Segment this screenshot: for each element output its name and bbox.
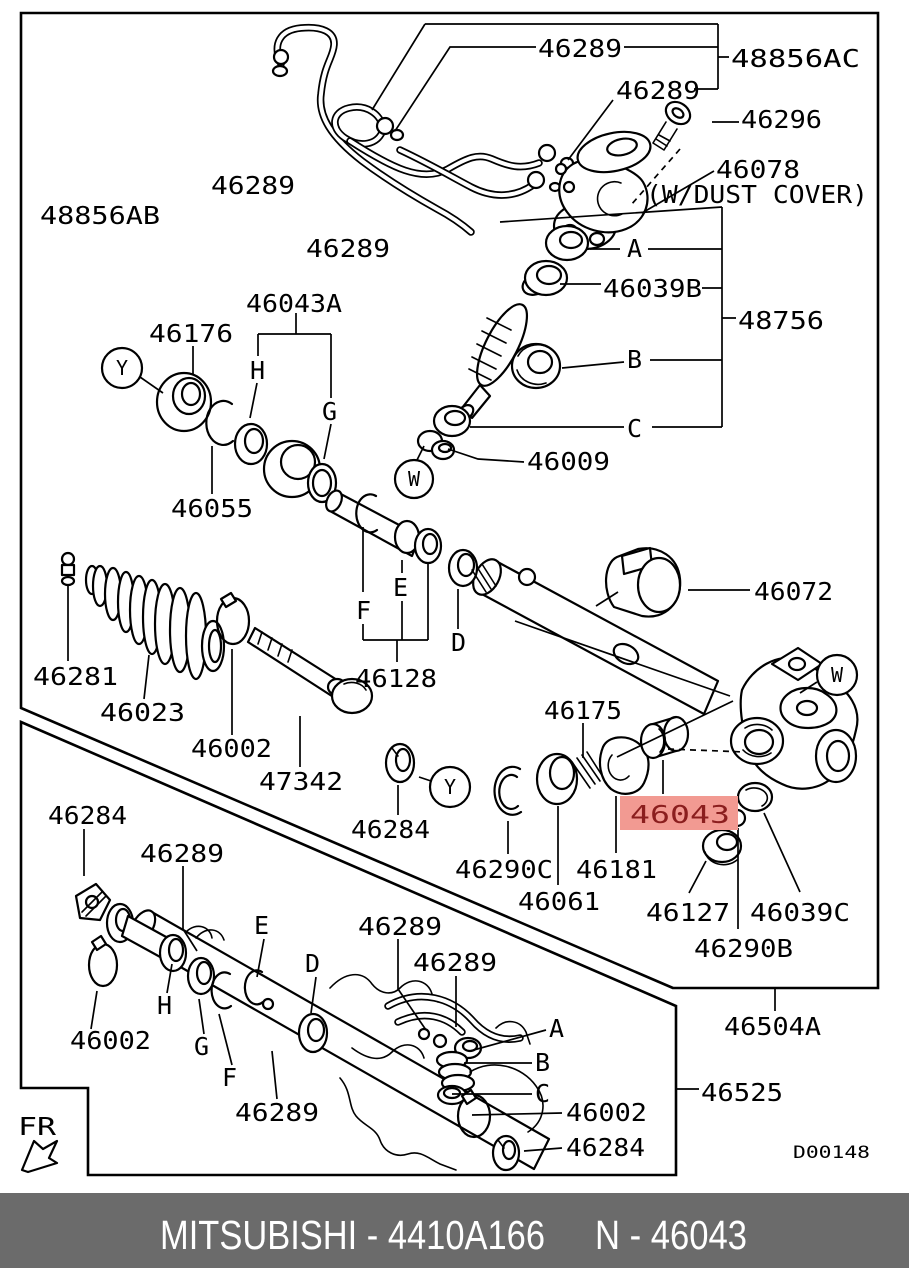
part-label-46289-lower-1[interactable]: 46289 bbox=[140, 839, 224, 868]
ref-letter-e-lower: E bbox=[254, 911, 269, 940]
view-circle-w-2 bbox=[815, 653, 859, 697]
part-label-46128[interactable]: 46128 bbox=[355, 664, 437, 693]
part-label-46284-lower-left[interactable]: 46284 bbox=[48, 801, 127, 830]
ref-letter-f-upper: F bbox=[356, 596, 371, 625]
footer-ref: N - 46043 bbox=[595, 1212, 747, 1258]
part-labels: 46289 48856AC 46289 46296 46078 (W/DUST … bbox=[33, 34, 870, 1163]
part-label-46039C[interactable]: 46039C bbox=[750, 898, 850, 927]
part-label-48756[interactable]: 48756 bbox=[738, 306, 824, 335]
pressure-pipes-drawing bbox=[271, 23, 575, 236]
diagram-code-label: D00148 bbox=[793, 1143, 870, 1163]
part-label-48856AB[interactable]: 48856AB bbox=[40, 201, 160, 230]
ref-letter-h-upper: H bbox=[250, 356, 265, 385]
part-label-46289-lower-3[interactable]: 46289 bbox=[413, 948, 497, 977]
ref-letter-d-lower: D bbox=[305, 949, 320, 978]
part-label-46039B[interactable]: 46039B bbox=[603, 274, 702, 303]
part-label-46023[interactable]: 46023 bbox=[100, 698, 185, 727]
part-label-46289-pipe2[interactable]: 46289 bbox=[616, 76, 700, 105]
ref-letter-d-upper: D bbox=[451, 628, 466, 657]
reference-letters: A B C H G F E D H G F E D A B C bbox=[157, 234, 642, 1108]
part-label-46284-mid[interactable]: 46284 bbox=[351, 815, 430, 844]
ref-letter-h-lower: H bbox=[157, 991, 172, 1020]
ref-letter-c-upper: C bbox=[627, 414, 642, 443]
circled-view-refs: Y W Y W bbox=[100, 346, 859, 809]
leader-lines-dashed bbox=[630, 148, 746, 753]
bolt-46296-drawing bbox=[652, 100, 692, 151]
part-label-46281[interactable]: 46281 bbox=[33, 662, 118, 691]
part-label-46284-lower-right[interactable]: 46284 bbox=[566, 1133, 645, 1162]
rack-housing-drawing bbox=[472, 546, 859, 790]
view-circle-y-2 bbox=[428, 765, 472, 809]
snap-ring-46055-drawing bbox=[205, 399, 235, 446]
part-label-46009[interactable]: 46009 bbox=[527, 447, 610, 476]
view-circle-w-1 bbox=[393, 458, 435, 500]
ref-letter-g-lower: G bbox=[194, 1032, 209, 1061]
fr-indicator: FR bbox=[18, 1112, 59, 1174]
footer-bar: MITSUBISHI - 4410A166 N - 46043 bbox=[0, 1193, 909, 1268]
lower-assembly-drawing bbox=[74, 882, 551, 1172]
ref-letter-a-upper: A bbox=[627, 234, 642, 263]
part-label-46504A[interactable]: 46504A bbox=[724, 1012, 821, 1041]
ref-letter-e-upper: E bbox=[393, 573, 408, 602]
view-letter-y-1: Y bbox=[116, 356, 128, 380]
pinion-shaft-drawing bbox=[416, 224, 590, 461]
fitting-46281-drawing bbox=[60, 551, 76, 567]
part-label-46055[interactable]: 46055 bbox=[171, 494, 253, 523]
part-label-46290C[interactable]: 46290C bbox=[455, 855, 553, 884]
leader-lines bbox=[67, 23, 818, 1152]
guide-46181-drawing bbox=[598, 736, 650, 795]
part-label-46002-lower-right[interactable]: 46002 bbox=[566, 1098, 647, 1127]
part-label-47342[interactable]: 47342 bbox=[259, 767, 343, 796]
part-label-46525[interactable]: 46525 bbox=[701, 1078, 783, 1107]
part-label-46289-top-pipe[interactable]: 46289 bbox=[538, 34, 622, 63]
view-letter-w-2: W bbox=[831, 663, 844, 687]
fr-arrow-icon bbox=[20, 1139, 59, 1174]
upper-section-border bbox=[19, 11, 880, 990]
part-label-46061[interactable]: 46061 bbox=[518, 887, 600, 916]
part-label-46296[interactable]: 46296 bbox=[741, 105, 822, 134]
part-label-46072[interactable]: 46072 bbox=[754, 577, 833, 606]
part-label-46127[interactable]: 46127 bbox=[646, 898, 730, 927]
fr-label: FR bbox=[18, 1112, 57, 1141]
part-label-46176[interactable]: 46176 bbox=[149, 319, 233, 348]
ref-letter-b-lower: B bbox=[535, 1048, 550, 1077]
boot-tierod-drawing bbox=[60, 551, 416, 784]
ring-e-lower-drawing bbox=[243, 969, 265, 1006]
view-letter-y-2: Y bbox=[444, 775, 456, 799]
bushing-46043-drawing bbox=[662, 715, 690, 753]
lower-section-border bbox=[19, 720, 678, 1177]
part-label-46002-lower-left[interactable]: 46002 bbox=[70, 1026, 151, 1055]
spring-46175-drawing bbox=[571, 751, 604, 789]
footer-brand-part: MITSUBISHI - 4410A166 bbox=[160, 1212, 545, 1258]
ring-f-lower-drawing bbox=[210, 971, 233, 1010]
footer-background bbox=[0, 1193, 909, 1268]
part-label-46043A[interactable]: 46043A bbox=[246, 289, 342, 318]
view-circle-y-1 bbox=[100, 346, 144, 390]
view-letter-w-1: W bbox=[408, 467, 421, 491]
part-label-48856AC[interactable]: 48856AC bbox=[731, 44, 860, 73]
highlight-box[interactable] bbox=[620, 796, 738, 830]
ref-letter-g-upper: G bbox=[322, 397, 337, 426]
part-label-46290B[interactable]: 46290B bbox=[694, 934, 793, 963]
highlighted-part-callout[interactable]: 46043 bbox=[620, 796, 738, 830]
part-label-46289-left-bottom[interactable]: 46289 bbox=[306, 234, 390, 263]
ref-letter-f-lower: F bbox=[222, 1063, 237, 1092]
part-label-46002-upper[interactable]: 46002 bbox=[191, 734, 272, 763]
ref-letter-c-lower: C bbox=[535, 1079, 550, 1108]
diagram-borders bbox=[19, 11, 880, 1177]
part-label-46289-left-top[interactable]: 46289 bbox=[211, 171, 295, 200]
part-label-46181[interactable]: 46181 bbox=[576, 855, 657, 884]
ref-letter-b-upper: B bbox=[627, 345, 642, 374]
part-label-46289-lower-2[interactable]: 46289 bbox=[358, 912, 442, 941]
part-label-46175[interactable]: 46175 bbox=[544, 696, 622, 725]
part-label-46078-note: (W/DUST COVER) bbox=[646, 180, 868, 209]
ref-letter-a-lower: A bbox=[549, 1014, 564, 1043]
pipe-fitting bbox=[272, 48, 290, 66]
seal-rings-drawing bbox=[155, 371, 497, 593]
clip-f-drawing bbox=[355, 493, 379, 534]
part-label-46043-highlighted[interactable]: 46043 bbox=[630, 800, 730, 829]
snap-ring-46290c-drawing bbox=[493, 765, 523, 816]
part-label-46289-lower-4[interactable]: 46289 bbox=[235, 1098, 319, 1127]
part-label-46078[interactable]: 46078 bbox=[716, 155, 800, 184]
